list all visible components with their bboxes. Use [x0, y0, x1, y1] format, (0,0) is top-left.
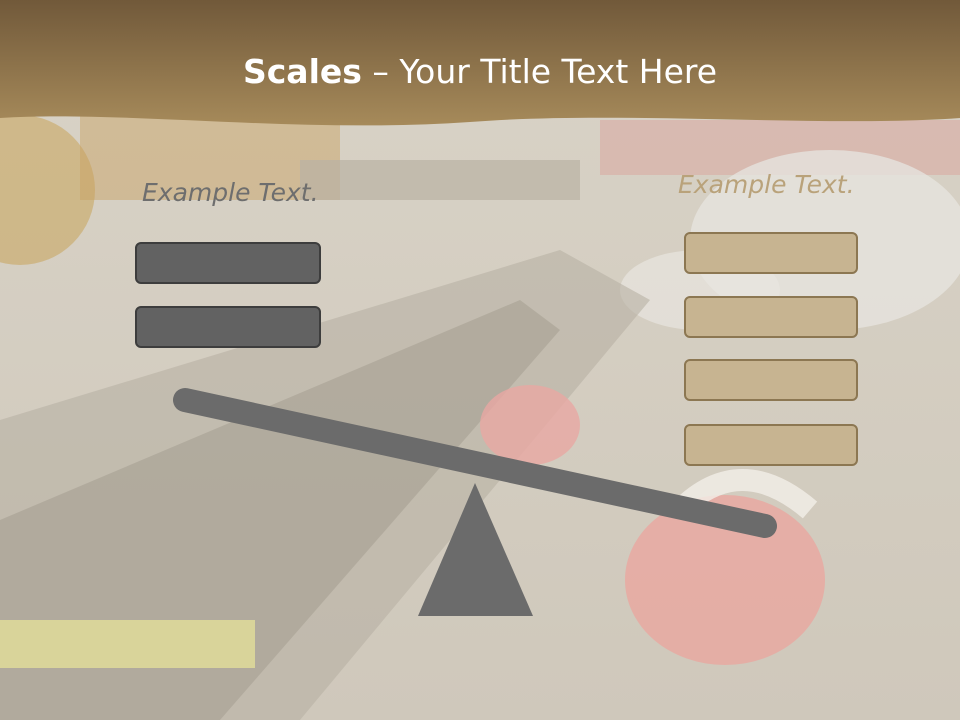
scale-fulcrum: [418, 483, 533, 616]
right-text-box-3[interactable]: [684, 359, 858, 401]
slide-title: Scales – Your Title Text Here: [0, 52, 960, 91]
scale-beam: [173, 388, 777, 538]
right-text-box-4[interactable]: [684, 424, 858, 466]
right-text-box-1[interactable]: [684, 232, 858, 274]
left-text-box-2[interactable]: [135, 306, 321, 348]
title-bold: Scales: [242, 52, 362, 91]
left-text-box-1[interactable]: [135, 242, 321, 284]
right-text-box-2[interactable]: [684, 296, 858, 338]
right-example-text: Example Text.: [678, 170, 855, 199]
title-bar: [0, 0, 960, 126]
left-example-text: Example Text.: [142, 178, 319, 207]
title-rest: – Your Title Text Here: [361, 52, 718, 91]
